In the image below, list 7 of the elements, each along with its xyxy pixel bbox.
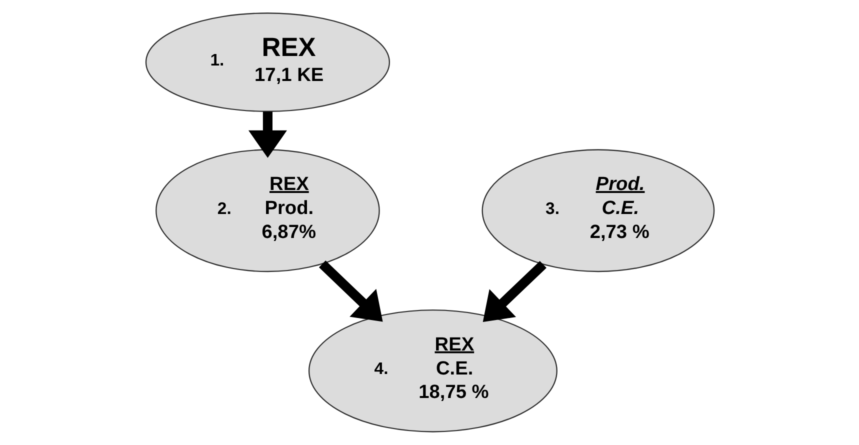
arrow: [482, 260, 546, 322]
node-ellipse: 2. REX Prod. 6,87%: [155, 149, 380, 272]
arrow: [248, 112, 286, 158]
node-ellipse: 3. Prod. C.E. 2,73 %: [481, 149, 714, 272]
arrow: [318, 260, 382, 322]
node-ellipse: 1. REX 17,1 KE: [144, 12, 390, 112]
node-ellipse: 4. REX C.E. 18,75 %: [308, 309, 557, 432]
